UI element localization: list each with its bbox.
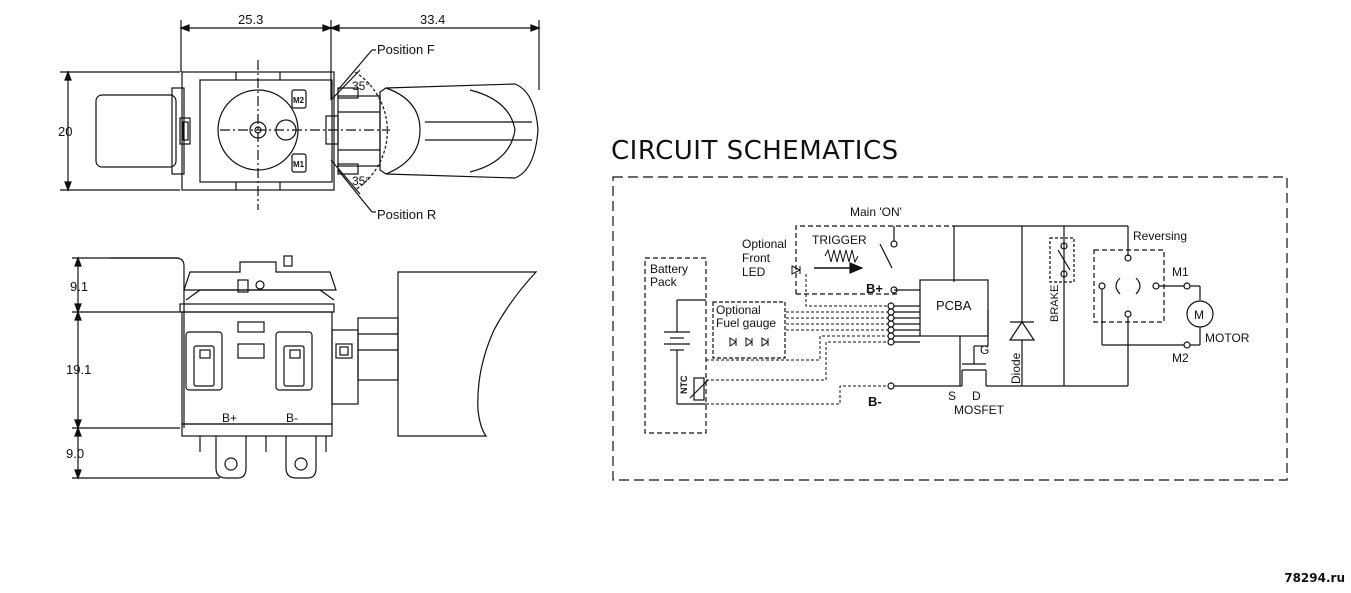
angle-upper: 35° (352, 79, 370, 93)
label-g: G (980, 343, 989, 357)
label-motor: MOTOR (1205, 331, 1250, 345)
label-brake: BRAKE (1049, 285, 1061, 322)
label-m1: M1 (1172, 265, 1189, 279)
label-position-f: Position F (377, 42, 435, 57)
label-trigger: TRIGGER (812, 233, 867, 247)
mark-m2: M2 (293, 96, 305, 105)
label-fuel-line1: Optional (716, 303, 761, 317)
dim-left-height: 20 (58, 124, 72, 139)
dim-side-bottom: 9.0 (66, 446, 84, 461)
schematic-title: CIRCUIT SCHEMATICS (611, 136, 899, 166)
label-position-r: Position R (377, 207, 436, 222)
side-view: 9.1 19.1 9.0 B+ B- (66, 255, 538, 480)
label-ntc: NTC (679, 375, 689, 394)
watermark: 78294.ru (1284, 571, 1345, 585)
label-main-on: Main 'ON' (850, 205, 902, 219)
label-mosfet: MOSFET (954, 403, 1005, 417)
label-battery-line1: Battery (650, 262, 688, 276)
schematic: Battery Pack NTC Optional Fuel gauge Opt… (612, 176, 1288, 481)
label-led-line2: Front (742, 251, 771, 265)
top-view: 25.3 33.4 20 M2 M1 (58, 12, 541, 222)
dim-top-left: 25.3 (238, 12, 263, 27)
label-diode: Diode (1009, 352, 1023, 384)
label-b-plus: B+ (866, 281, 883, 296)
mark-m1: M1 (293, 160, 305, 169)
dim-top-right: 33.4 (420, 12, 445, 27)
label-pcba: PCBA (936, 298, 972, 313)
label-m2: M2 (1172, 351, 1189, 365)
label-fuel-line2: Fuel gauge (716, 316, 776, 330)
angle-lower: 35° (352, 174, 370, 188)
dim-side-top: 9.1 (70, 279, 88, 294)
label-b-plus-terminal: B+ (222, 411, 237, 425)
label-s: S (948, 389, 956, 403)
label-led-line1: Optional (742, 237, 787, 251)
label-b-minus-terminal: B- (286, 411, 298, 425)
label-battery-line2: Pack (650, 275, 678, 289)
label-led-line3: LED (742, 265, 766, 279)
label-d: D (972, 389, 981, 403)
label-b-minus: B- (868, 394, 882, 409)
dim-side-mid: 19.1 (66, 362, 91, 377)
label-motor-symbol: M (1194, 308, 1204, 322)
label-reversing: Reversing (1133, 229, 1187, 243)
